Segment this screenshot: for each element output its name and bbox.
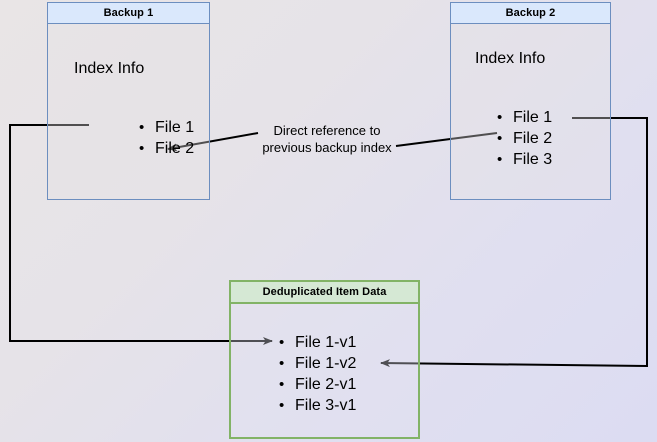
list-item: File 3 bbox=[497, 149, 552, 170]
backup-2-header: Backup 2 bbox=[451, 3, 610, 24]
deduplicated-item-data-box[interactable]: Deduplicated Item Data File 1-v1 File 1-… bbox=[229, 280, 420, 439]
deduplicated-file-list: File 1-v1 File 1-v2 File 2-v1 File 3-v1 bbox=[279, 332, 356, 416]
backup-2-title: Backup 2 bbox=[505, 7, 556, 19]
list-item: File 1-v2 bbox=[279, 353, 356, 374]
list-item: File 1 bbox=[497, 107, 552, 128]
list-item: File 1 bbox=[139, 117, 194, 138]
backup-1-index-info-label: Index Info bbox=[74, 60, 145, 77]
direct-reference-label: Direct reference to previous backup inde… bbox=[247, 122, 407, 156]
list-item: File 3-v1 bbox=[279, 395, 356, 416]
deduplicated-item-data-header: Deduplicated Item Data bbox=[231, 282, 418, 304]
backup-1-box[interactable]: Backup 1 Index Info File 1 File 2 bbox=[47, 2, 210, 200]
direct-reference-label-line-1: Direct reference to bbox=[273, 123, 381, 138]
direct-reference-label-line-2: previous backup index bbox=[262, 140, 392, 155]
backup-2-box[interactable]: Backup 2 Index Info File 1 File 2 File 3 bbox=[450, 2, 611, 200]
list-item: File 2 bbox=[139, 138, 194, 159]
backup-1-title: Backup 1 bbox=[103, 7, 154, 19]
list-item: File 1-v1 bbox=[279, 332, 356, 353]
list-item: File 2 bbox=[497, 128, 552, 149]
backup-2-file-list: File 1 File 2 File 3 bbox=[497, 107, 552, 170]
backup-1-file-list: File 1 File 2 bbox=[139, 117, 194, 159]
backup-2-index-info-label: Index Info bbox=[475, 50, 546, 67]
backup-1-header: Backup 1 bbox=[48, 3, 209, 24]
list-item: File 2-v1 bbox=[279, 374, 356, 395]
deduplicated-item-data-title: Deduplicated Item Data bbox=[262, 286, 387, 298]
